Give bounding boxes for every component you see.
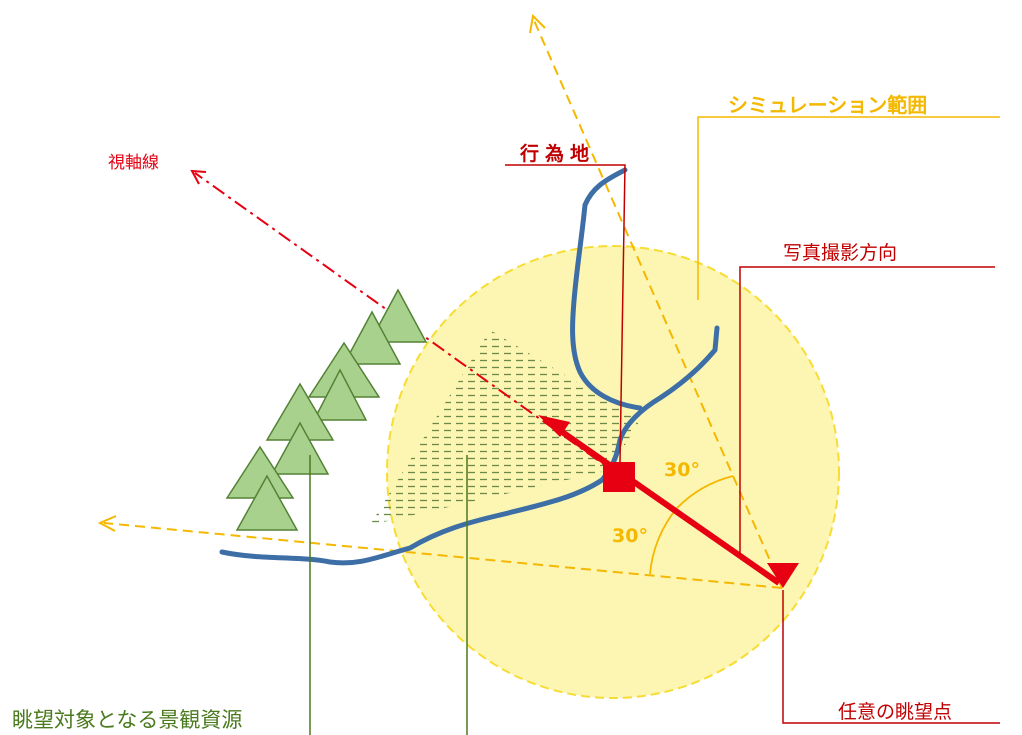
tree bbox=[270, 421, 330, 475]
action-site-marker bbox=[603, 462, 635, 492]
view-range-arrowheads bbox=[97, 13, 546, 532]
tree bbox=[368, 288, 428, 343]
leader-simulation-range bbox=[697, 116, 1000, 300]
tree bbox=[235, 474, 299, 531]
river bbox=[219, 167, 720, 566]
photo-direction-arrowhead bbox=[538, 415, 570, 437]
angle-arc-upper bbox=[676, 475, 734, 509]
landscape-resource-label: 眺望対象となる景観資源 bbox=[12, 708, 242, 732]
photo-direction-arrow bbox=[553, 424, 781, 586]
viewpoint-marker bbox=[767, 563, 799, 588]
leader-viewpoint bbox=[782, 590, 1000, 724]
arrowhead-upper bbox=[529, 13, 546, 34]
simulation-range-label: シミュレーション範囲 bbox=[728, 93, 927, 117]
leader-photo-direction bbox=[739, 266, 995, 555]
viewpoint-label: 任意の眺望点 bbox=[838, 701, 952, 723]
sight-axis-label: 視軸線 bbox=[108, 153, 159, 173]
arrowhead-lower bbox=[97, 515, 117, 532]
sight-axis-arrowhead bbox=[190, 169, 207, 185]
action-site-label: 行為地 bbox=[519, 142, 595, 165]
angle-upper-label: 30° bbox=[664, 459, 700, 481]
angle-lower-label: 30° bbox=[612, 525, 648, 547]
leader-lines bbox=[309, 116, 1000, 735]
tree bbox=[342, 310, 402, 365]
photo-direction-label: 写真撮影方向 bbox=[783, 242, 897, 264]
leader-action-site bbox=[505, 164, 626, 463]
trees bbox=[225, 288, 428, 531]
view-range-line-lower bbox=[103, 522, 783, 589]
visible-landscape-area bbox=[370, 330, 640, 525]
tree bbox=[312, 368, 368, 421]
